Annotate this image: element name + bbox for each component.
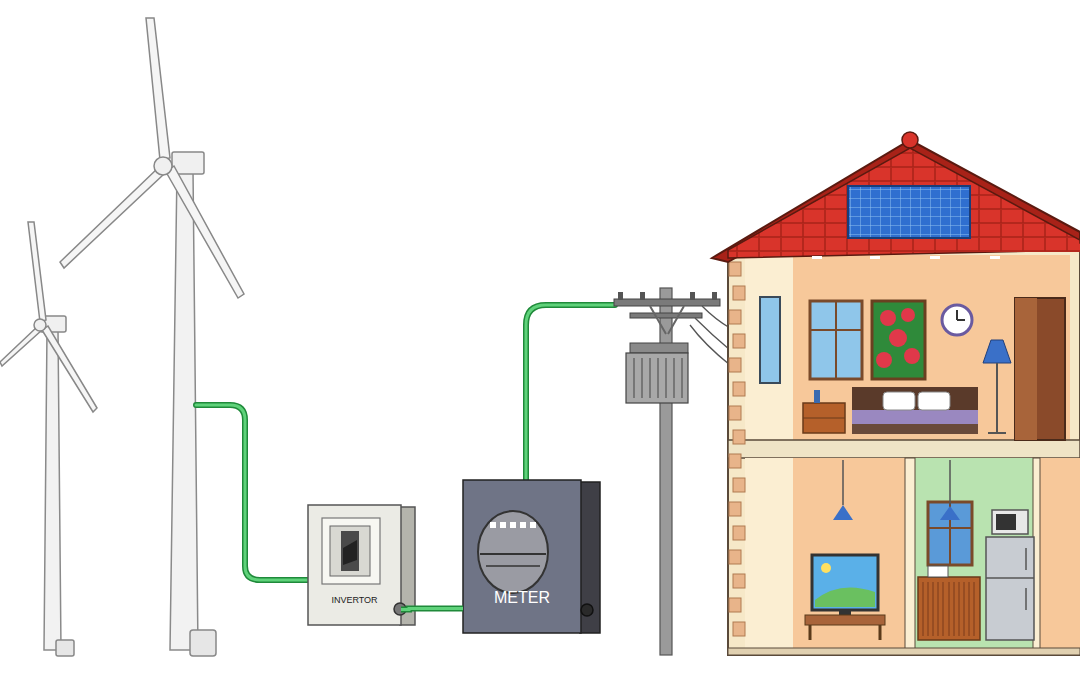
house <box>712 132 1080 655</box>
wire-core <box>401 607 463 611</box>
brick <box>733 430 745 444</box>
brick <box>729 310 741 324</box>
brick <box>733 574 745 588</box>
wire-connector <box>401 608 463 610</box>
brick <box>729 262 741 276</box>
box-label: INVERTOR <box>331 595 377 605</box>
brick <box>733 286 745 300</box>
inverter-box <box>308 505 415 625</box>
brick <box>729 454 741 468</box>
brick <box>729 550 741 564</box>
brick <box>729 502 741 516</box>
brick <box>729 358 741 372</box>
large-wind-turbine <box>60 18 244 656</box>
brick <box>733 526 745 540</box>
box-label: METER <box>494 589 550 607</box>
brick <box>733 334 745 348</box>
meter-node: METER <box>463 480 581 633</box>
small-wind-turbine <box>0 222 97 656</box>
brick <box>733 478 745 492</box>
inverter-node: INVERTOR <box>308 505 401 625</box>
wire-outline <box>401 606 463 613</box>
brick <box>729 598 741 612</box>
brick <box>733 622 745 636</box>
brick <box>729 406 741 420</box>
brick <box>733 382 745 396</box>
utility-pole <box>614 288 730 655</box>
meter-box <box>463 480 600 633</box>
